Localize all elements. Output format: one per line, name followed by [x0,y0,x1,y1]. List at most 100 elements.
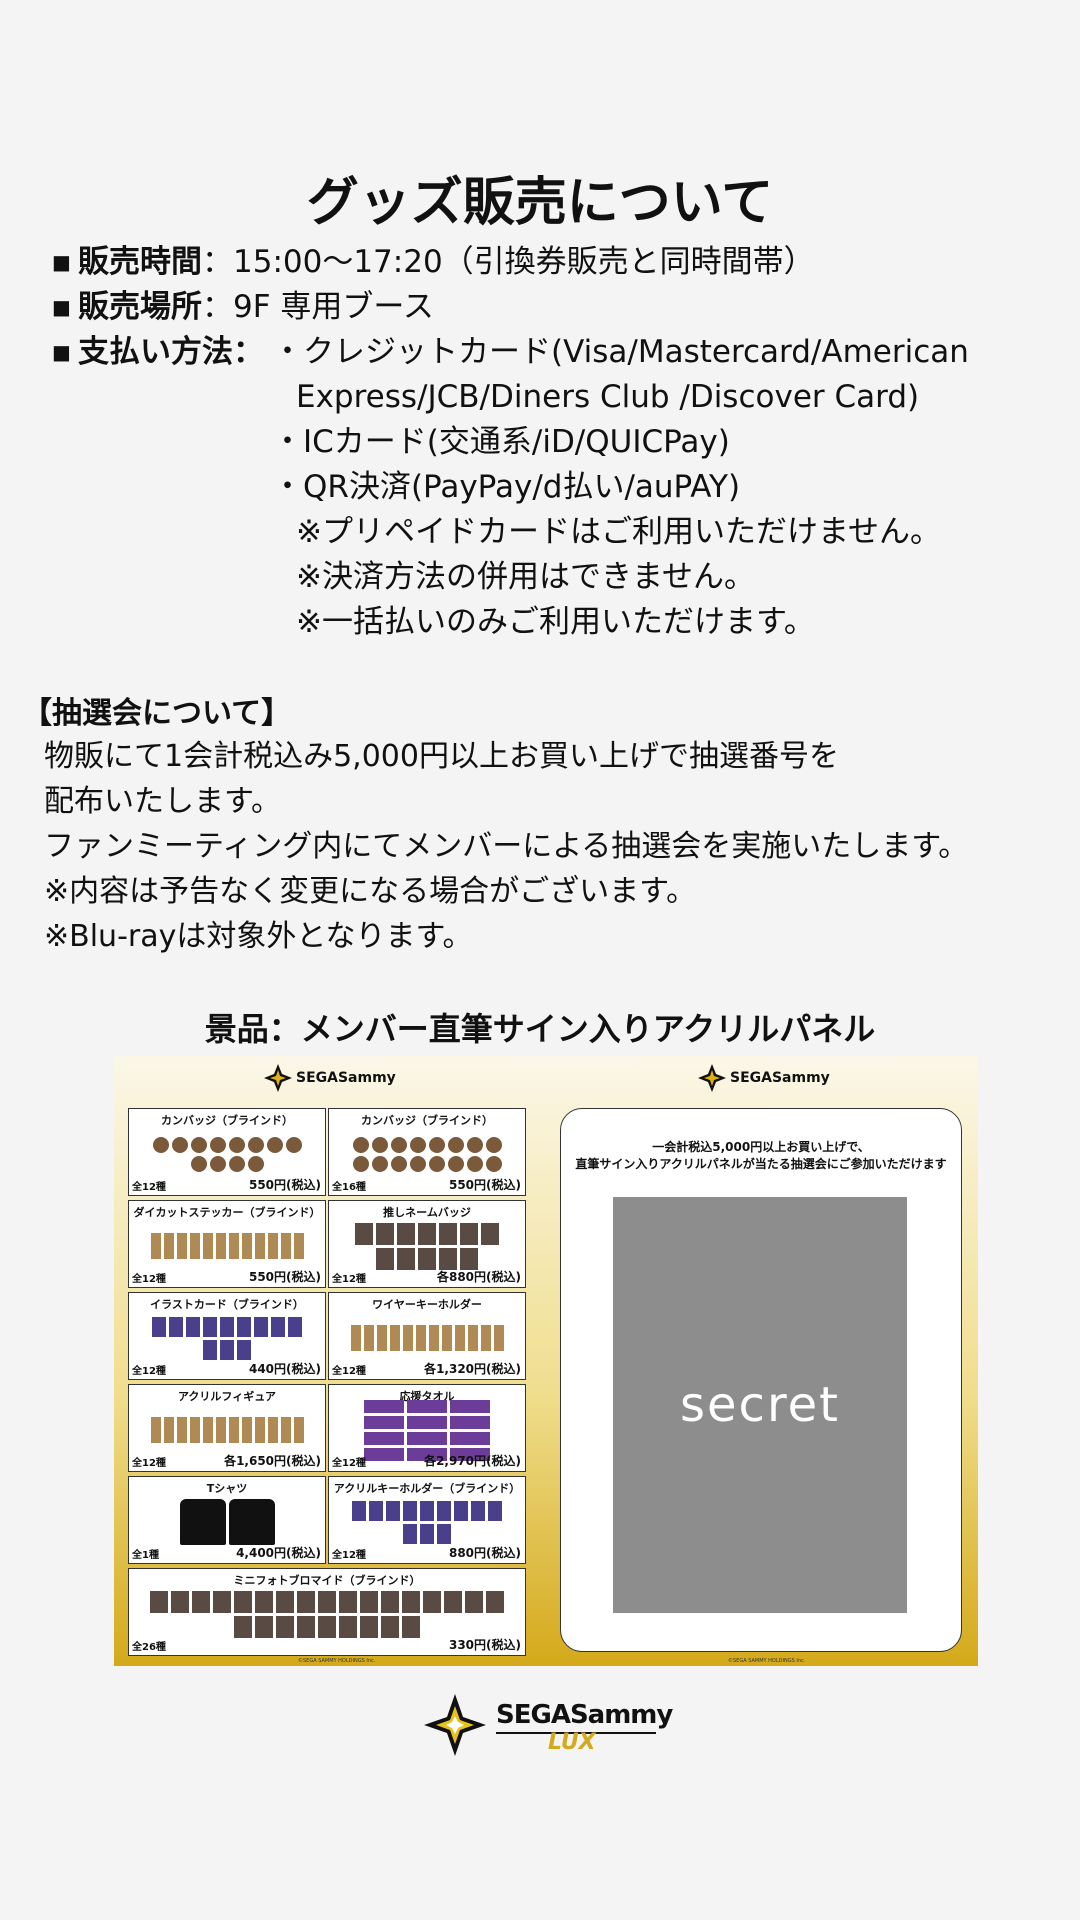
payment-label: 支払い方法： [78,334,264,370]
goods-thumbnails [349,1131,505,1177]
goods-thumbnail [228,1417,239,1443]
sega-sammy-logo-icon [264,1064,292,1092]
sega-sammy-mark-icon [424,1694,486,1756]
goods-name: アクリルフィギュア [177,1390,276,1403]
goods-thumbnail [237,1316,251,1337]
goods-thumbnail [234,1590,252,1613]
goods-thumbnail [376,1325,387,1351]
goods-thumbnail [397,1222,415,1245]
goods-thumbnail [254,1233,265,1259]
goods-thumbnail [352,1500,366,1521]
goods-item: 応援タオル全12種各2,970円(税込) [328,1384,526,1472]
goods-name: ワイヤーキーホルダー [372,1298,482,1311]
poster-logo-left: SEGASammy [264,1064,396,1092]
goods-thumbnail [450,1399,490,1413]
goods-thumbnail [402,1590,420,1613]
goods-thumbnail [169,1316,183,1337]
goods-thumbnail [360,1615,378,1638]
lottery-heading: 【抽選会について】 [22,696,292,731]
goods-thumbnail [254,1316,268,1337]
goods-thumbnail [364,1431,404,1445]
brand-sub: LUX [548,1730,596,1755]
goods-thumbnail [418,1247,436,1270]
goods-item: 推しネームバッジ全12種各880円(税込) [328,1200,526,1288]
goods-thumbnail [466,1155,483,1172]
goods-price: 各880円(税込) [436,1270,521,1284]
goods-thumbnail [163,1233,174,1259]
payment-method: ・QR決済(PayPay/d払い/auPAY) [272,469,741,505]
goods-thumbnail [403,1500,417,1521]
poster-copyright: ©SEGA SAMMY HOLDINGS Inc. [298,1658,376,1664]
goods-thumbnail [288,1316,302,1337]
goods-name: ダイカットステッカー（ブラインド） [133,1206,321,1219]
goods-thumbnail [441,1325,452,1351]
poster-logo-text: SEGASammy [296,1070,396,1086]
goods-thumbnail [364,1447,404,1461]
goods-thumbnail [467,1325,478,1351]
goods-thumbnail [241,1233,252,1259]
goods-thumbnail [386,1500,400,1521]
goods-thumbnail [247,1155,264,1172]
goods-thumbnail [150,1233,161,1259]
payment-method: Express/JCB/Diners Club /Discover Card) [296,379,920,415]
goods-count: 全12種 [132,1458,166,1469]
secret-prize-panel: 一会計税込5,000円以上お買い上げで、 直筆サイン入りアクリルパネルが当たる抽… [560,1108,962,1652]
goods-count: 全12種 [332,1550,366,1561]
payment-note: ※一括払いのみご利用いただけます。 [296,604,815,640]
bullet-icon: ■ [52,340,71,364]
goods-thumbnail [276,1615,294,1638]
goods-thumbnail [280,1233,291,1259]
poster-logo-right: SEGASammy [698,1064,830,1092]
goods-thumbnail [420,1523,434,1544]
brand-divider [496,1732,656,1734]
sales-info: ■ 販売時間 ：15:00～17:20（引換券販売と同時間帯） ■ 販売場所 ：… [52,240,969,645]
goods-thumbnail [352,1155,369,1172]
payment-note: ※決済方法の併用はできません。 [296,559,756,595]
goods-thumbnail [390,1136,407,1153]
goods-thumbnail [381,1615,399,1638]
goods-thumbnail [371,1136,388,1153]
goods-count: 全1種 [132,1550,159,1561]
goods-count: 全16種 [332,1182,366,1193]
goods-thumbnail [254,1417,265,1443]
goods-thumbnail [428,1136,445,1153]
goods-thumbnails [349,1222,505,1270]
goods-thumbnail [471,1500,485,1521]
payment-note: ※プリペイドカードはご利用いただけません。 [296,514,942,550]
goods-thumbnail [364,1399,404,1413]
goods-thumbnail [355,1222,373,1245]
goods-price: 4,400円(税込) [236,1546,321,1560]
poster-logo-text: SEGASammy [730,1070,830,1086]
lottery-line: ※Blu-rayは対象外となります。 [44,919,473,954]
goods-thumbnail [297,1615,315,1638]
goods-name: アクリルキーホルダー（ブラインド） [333,1482,521,1495]
goods-thumbnail [418,1222,436,1245]
lottery-line: ファンミーティング内にてメンバーによる抽選会を実施いたします。 [44,829,969,864]
goods-thumbnail [293,1233,304,1259]
goods-thumbnail [176,1233,187,1259]
goods-thumbnail [428,1155,445,1172]
goods-thumbnail [390,1155,407,1172]
goods-thumbnail [297,1590,315,1613]
goods-thumbnails [149,1590,505,1638]
goods-thumbnail [450,1415,490,1429]
goods-thumbnail [241,1417,252,1443]
goods-thumbnail [171,1136,188,1153]
payment-methods: ・クレジットカード(Visa/Mastercard/American Expre… [272,330,969,645]
goods-thumbnail [439,1222,457,1245]
sales-place-label: 販売場所 [78,289,202,325]
goods-thumbnail [215,1417,226,1443]
goods-thumbnail [447,1155,464,1172]
goods-name: 推しネームバッジ [383,1206,471,1219]
goods-thumbnail [454,1325,465,1351]
goods-thumbnails [349,1315,505,1361]
goods-count: 全12種 [132,1182,166,1193]
goods-thumbnail [369,1500,383,1521]
goods-price: 550円(税込) [248,1270,321,1284]
goods-thumbnail [202,1417,213,1443]
goods-thumbnail [420,1500,434,1521]
goods-name: カンバッジ（ブラインド） [161,1114,293,1127]
